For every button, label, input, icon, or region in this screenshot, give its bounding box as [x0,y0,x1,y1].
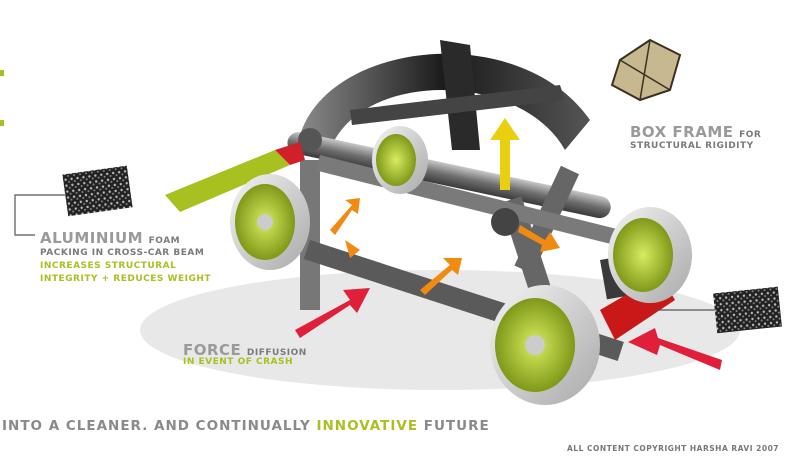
wheel-rear-right [608,207,692,303]
roof-rib [350,85,565,125]
wheel-front-left [230,174,310,270]
aluminium-cross-beam [165,150,290,212]
diffusion-arrow [518,225,560,252]
force-desc: IN EVENT OF CRASH [183,357,294,367]
box-frame-desc: STRUCTURAL RIGIDITY [630,141,754,151]
callout-line [14,194,65,236]
tagline: INTO A CLEANER. AND CONTINUALLY INNOVATI… [2,418,490,434]
edge-mark [0,70,4,76]
crash-pad [275,142,305,165]
aluminium-suffix: FOAM [148,236,181,246]
force-label: FORCE DIFFUSION [183,340,307,359]
diffusion-arrow [345,240,360,258]
copyright-notice: ALL CONTENT COPYRIGHT HARSHA RAVI 2007 [567,444,780,453]
aluminium-desc-2: INCREASES STRUCTURAL [40,261,177,271]
aluminium-desc-1: PACKING IN CROSS-CAR BEAM [40,248,205,258]
aluminium-title: ALUMINIUM [40,229,144,247]
edge-mark [0,120,4,126]
box-frame-thumbnail [610,38,682,102]
tagline-highlight: INNOVATIVE [316,418,419,434]
diffusion-arrow [330,198,360,235]
wheel-rear-left [372,126,428,194]
foam-sample-icon [713,286,782,334]
wheel-front-right [490,285,600,405]
tagline-part-1: INTO A CLEANER. AND CONTINUALLY [2,418,311,434]
roof-rib [440,40,480,150]
diffusion-arrow-up [490,118,520,190]
force-arrow-front [295,288,370,338]
diffusion-arrow [420,258,462,295]
aluminium-label: ALUMINIUM FOAM [40,228,180,247]
force-title: FORCE [183,341,242,359]
force-arrow-rear [628,328,722,370]
box-frame-suffix: FOR [739,130,762,140]
tagline-part-2: FUTURE [423,418,490,434]
box-frame-label: BOX FRAME FOR [630,122,761,141]
roof-arch [300,53,590,150]
force-suffix: DIFFUSION [246,348,307,358]
aluminium-desc-3: INTEGRITY + REDUCES WEIGHT [40,274,212,284]
foam-sample-icon [62,165,133,217]
box-frame-title: BOX FRAME [630,123,734,141]
